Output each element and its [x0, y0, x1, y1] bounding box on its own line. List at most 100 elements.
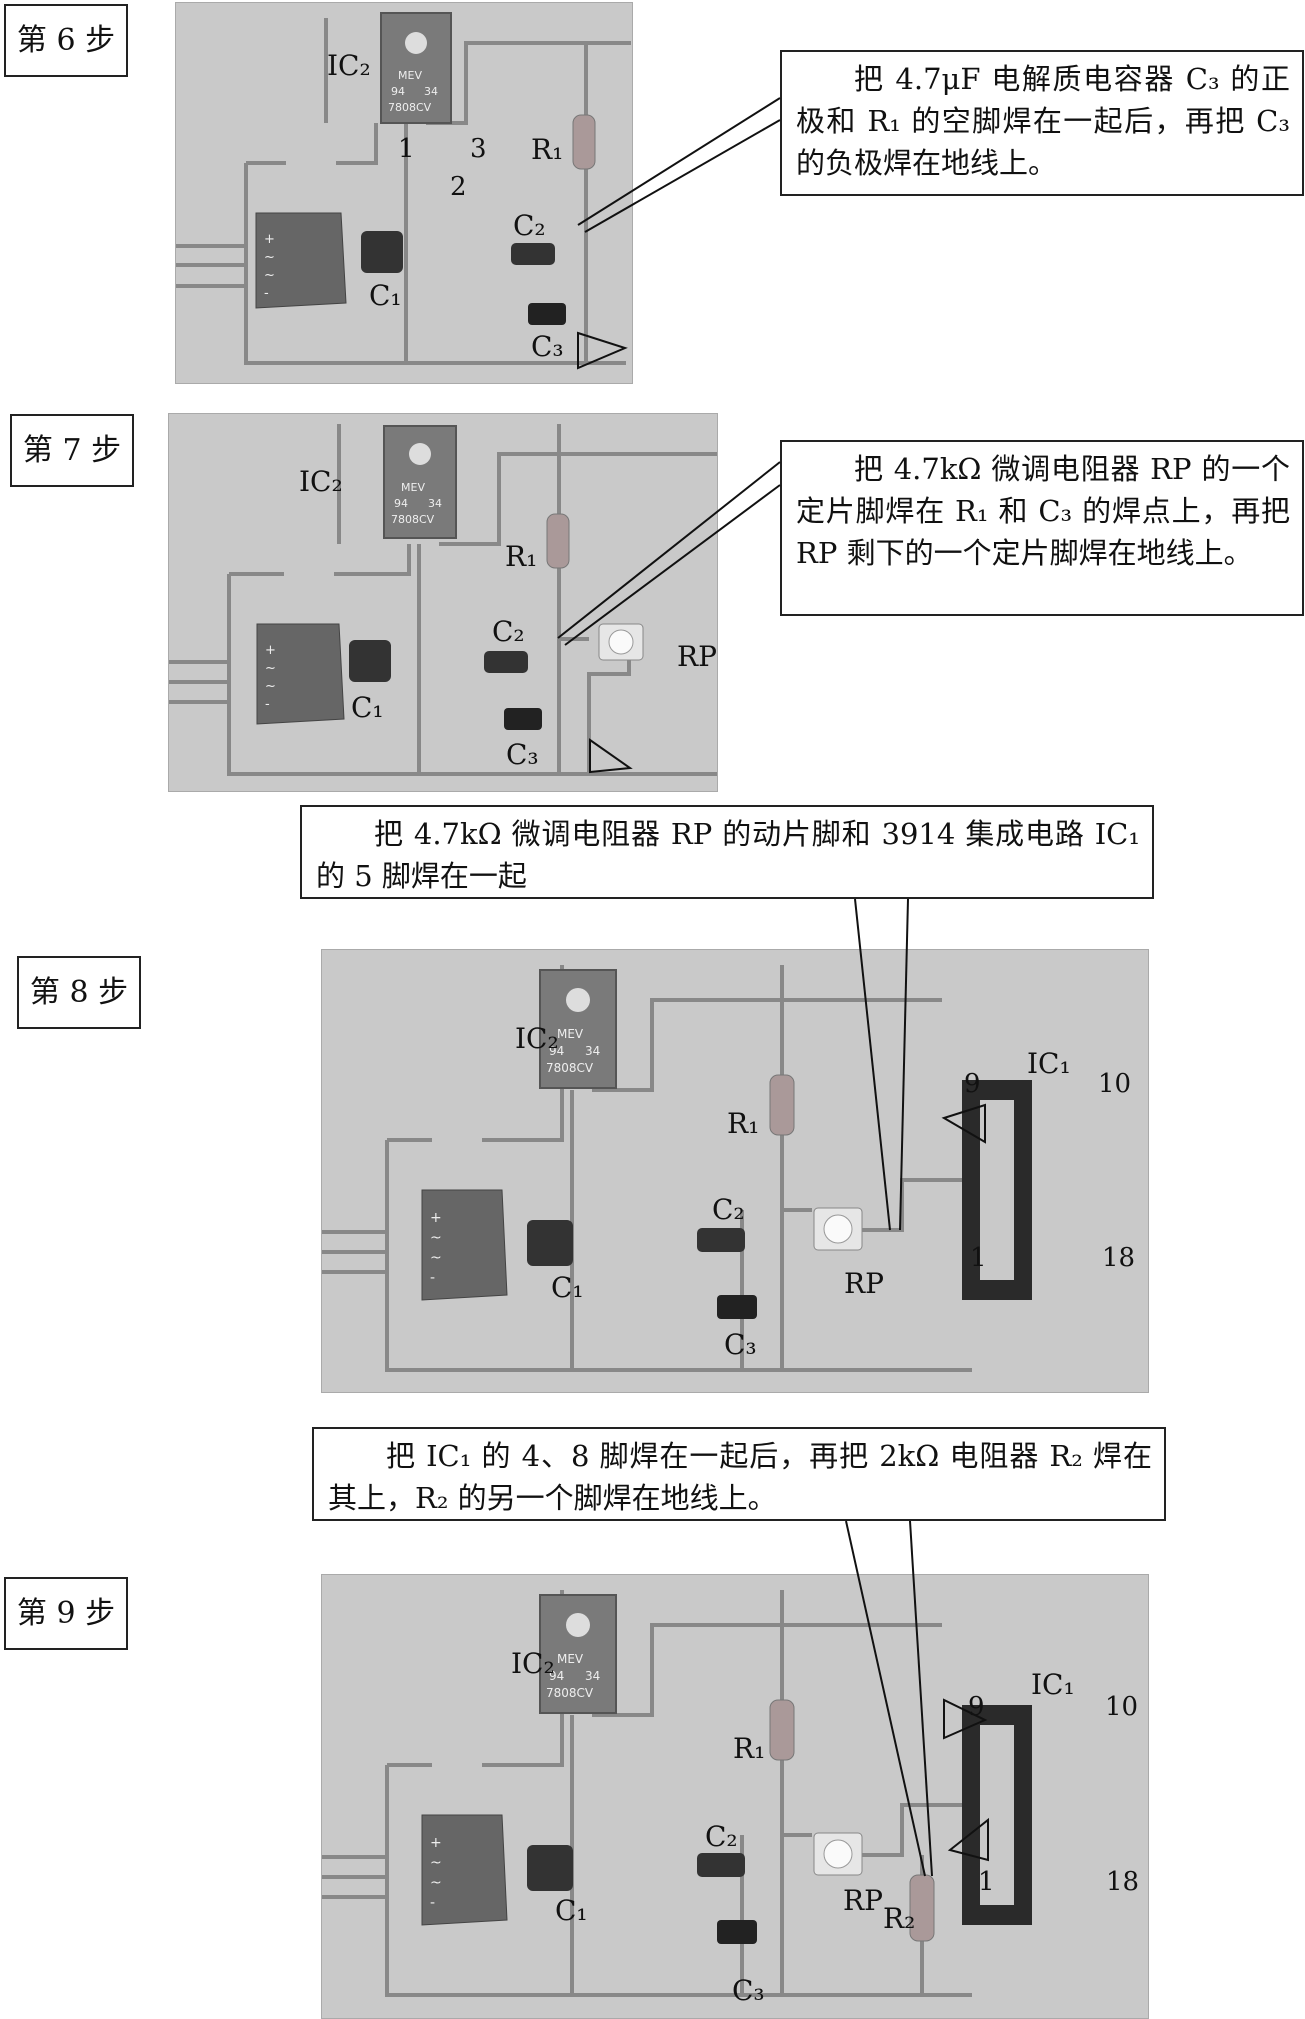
step-8-pin1-label: 1: [970, 1243, 987, 1273]
step-7-c2-label: C₂: [492, 615, 525, 648]
svg-text:-: -: [430, 1895, 435, 1911]
step-9-c2-label: C₂: [705, 1820, 738, 1853]
step-8-rp-label: RP: [844, 1267, 884, 1300]
step-9-c1-label: C₁: [555, 1894, 588, 1927]
svg-text:7808CV: 7808CV: [388, 101, 432, 114]
step-6-ic2-label: IC₂: [327, 49, 371, 82]
step-7-ic2-label: IC₂: [299, 465, 343, 498]
step-9-c3-label: C₃: [732, 1974, 765, 2007]
step-9-r2-label: R₂: [883, 1902, 916, 1935]
c3-capacitor: [504, 708, 542, 730]
step-7-callout: 把 4.7kΩ 微调电阻器 RP 的一个定片脚焊在 R₁ 和 C₃ 的焊点上，再…: [780, 440, 1304, 616]
step-9-pin18-label: 18: [1106, 1867, 1140, 1897]
step-7-photo: MEV 94 34 7808CV + ~ ~ -: [168, 413, 718, 792]
svg-text:~: ~: [430, 1250, 442, 1266]
step-7-c1-label: C₁: [351, 691, 384, 724]
step-9-circuit: MEV 94 34 7808CV + ~ ~ -: [322, 1590, 1032, 1997]
step-6-label: 第 6 步: [4, 4, 128, 77]
step-7-r1-label: R₁: [505, 540, 538, 573]
c2-capacitor: [697, 1853, 745, 1877]
step-9-r1-label: R₁: [733, 1732, 766, 1765]
svg-text:MEV: MEV: [557, 1652, 584, 1666]
step-8-ic2-label: IC₂: [515, 1022, 559, 1055]
step-9-pin1-label: 1: [978, 1867, 995, 1897]
bridge-rectifier: + ~ ~ -: [256, 623, 345, 725]
step-9-photo: MEV 94 34 7808CV + ~ ~ -: [321, 1574, 1149, 2019]
step-9-pin10-label: 10: [1105, 1692, 1139, 1722]
step-6-pin3-label: 3: [470, 134, 487, 164]
step-7-circuit: MEV 94 34 7808CV + ~ ~ -: [169, 424, 717, 776]
svg-text:34: 34: [585, 1044, 600, 1058]
svg-text:MEV: MEV: [398, 69, 422, 82]
ic1-socket: [962, 1080, 1032, 1300]
svg-text:+: +: [430, 1210, 442, 1226]
r1-resistor: [546, 513, 570, 569]
svg-text:94: 94: [391, 85, 405, 98]
svg-text:-: -: [430, 1270, 435, 1286]
step-8-pin10-label: 10: [1098, 1069, 1132, 1099]
svg-text:7808CV: 7808CV: [391, 513, 435, 526]
c1-capacitor: [349, 640, 391, 682]
step-8-pin9-label: 9: [964, 1069, 981, 1099]
svg-text:~: ~: [430, 1855, 442, 1871]
svg-text:34: 34: [428, 497, 442, 510]
svg-text:~: ~: [430, 1230, 442, 1246]
c3-capacitor: [717, 1920, 757, 1944]
step-6-pin2-label: 2: [450, 172, 467, 202]
svg-text:7808CV: 7808CV: [546, 1061, 594, 1075]
svg-text:94: 94: [549, 1044, 564, 1058]
step-6-c3-label: C₃: [531, 330, 564, 363]
step-8-circuit: MEV 94 34 7808CV + ~ ~ -: [322, 965, 1032, 1372]
svg-text:~: ~: [265, 661, 276, 676]
svg-text:7808CV: 7808CV: [546, 1686, 594, 1700]
ic2-regulator: MEV 94 34 7808CV: [539, 1594, 617, 1714]
step-8-pin18-label: 18: [1102, 1243, 1136, 1273]
svg-text:MEV: MEV: [557, 1027, 584, 1041]
step-8-callout: 把 4.7kΩ 微调电阻器 RP 的动片脚和 3914 集成电路 IC₁ 的 5…: [300, 805, 1154, 899]
step-6-pin1-label: 1: [398, 134, 415, 164]
svg-text:+: +: [265, 643, 276, 658]
step-9-ic2-label: IC₂: [511, 1647, 555, 1680]
step-9-ic1-label: IC₁: [1031, 1668, 1075, 1701]
ic2-regulator: MEV 94 34 7808CV: [383, 425, 457, 539]
bridge-rectifier: + ~ ~ -: [255, 212, 347, 309]
ic2-regulator: MEV 94 34 7808CV: [380, 12, 452, 124]
svg-text:~: ~: [264, 250, 275, 265]
step-8-c2-label: C₂: [712, 1193, 745, 1226]
c2-capacitor: [511, 243, 555, 265]
step-9-pin9-label: 9: [968, 1692, 985, 1722]
svg-text:~: ~: [265, 679, 276, 694]
step-6-c2-label: C₂: [513, 209, 546, 242]
ic2-regulator: MEV 94 34 7808CV: [539, 969, 617, 1089]
ic1-socket: [962, 1705, 1032, 1925]
svg-text:94: 94: [394, 497, 408, 510]
svg-text:94: 94: [549, 1669, 564, 1683]
step-7-c3-label: C₃: [506, 738, 539, 771]
step-9-rp-label: RP: [843, 1884, 883, 1917]
step-6-callout: 把 4.7μF 电解质电容器 C₃ 的正极和 R₁ 的空脚焊在一起后，再把 C₃…: [780, 50, 1304, 196]
step-6-r1-label: R₁: [531, 133, 564, 166]
step-9-callout: 把 IC₁ 的 4、8 脚焊在一起后，再把 2kΩ 电阻器 R₂ 焊在其上，R₂…: [312, 1427, 1166, 1521]
step-8-label: 第 8 步: [17, 956, 141, 1029]
step-8-photo: MEV 94 34 7808CV + ~ ~ -: [321, 949, 1149, 1393]
svg-text:MEV: MEV: [401, 481, 425, 494]
c1-capacitor: [361, 231, 403, 273]
c2-capacitor: [484, 651, 528, 673]
step-7-label: 第 7 步: [10, 414, 134, 487]
svg-text:~: ~: [430, 1875, 442, 1891]
step-8-c1-label: C₁: [551, 1271, 584, 1304]
c2-capacitor: [697, 1228, 745, 1252]
svg-text:-: -: [265, 697, 270, 712]
step-9-label: 第 9 步: [4, 1577, 128, 1650]
c1-capacitor: [527, 1845, 573, 1891]
c3-capacitor: [717, 1295, 757, 1319]
step-8-r1-label: R₁: [727, 1107, 760, 1140]
step-8-c3-label: C₃: [724, 1328, 757, 1361]
svg-text:~: ~: [264, 268, 275, 283]
svg-text:34: 34: [424, 85, 438, 98]
bridge-rectifier: + ~ ~ -: [421, 1189, 508, 1301]
step-8-ic1-label: IC₁: [1027, 1047, 1071, 1080]
step-6-c1-label: C₁: [369, 279, 402, 312]
r1-resistor: [572, 114, 596, 170]
c1-capacitor: [527, 1220, 573, 1266]
